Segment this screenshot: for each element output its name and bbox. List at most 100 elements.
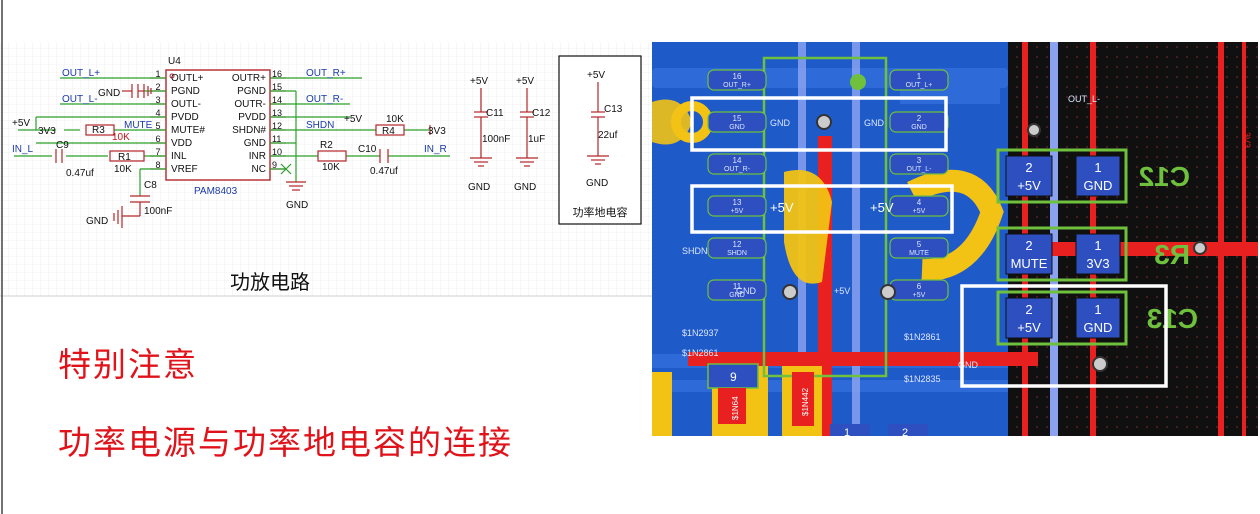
cap-c12[interactable]: +5V C12 1uF GND [514, 76, 551, 193]
pad-num: 2 [1025, 302, 1032, 317]
pad-net: +5V [1017, 320, 1041, 335]
c10-value: 0.47uf [370, 166, 398, 177]
r4-ref: R4 [382, 126, 395, 137]
chip-pin-num: 11 [272, 134, 281, 144]
chip-pin-num: 6 [155, 134, 160, 144]
r3-ref: R3 [92, 125, 105, 136]
trace-1n2861: $1N2861 [682, 348, 719, 358]
chip-u4[interactable]: U4 PAM8403 [165, 56, 271, 197]
c13-gnd: GND [586, 178, 608, 189]
r4-value: 10K [386, 114, 404, 125]
pcb-ref-designator: R3 [1154, 239, 1190, 270]
chip-part: PAM8403 [194, 186, 238, 197]
chip-pin-name: GND [244, 138, 266, 149]
net-out-l-minus: OUT_L- [62, 94, 98, 105]
pad-net: +5V [731, 208, 744, 215]
rail-red-3 [1218, 42, 1224, 436]
chip-pin-name: PGND [171, 86, 200, 97]
right-labels: OUT_R+ OUT_R- +5V SHDN 10K R4 3V3 R2 10K… [286, 68, 447, 211]
pad-net: OUT_L+ [906, 82, 933, 89]
trace-5v-3: +5V [834, 286, 850, 296]
r2-ref: R2 [320, 140, 333, 151]
pcb-pads: 16OUT_R+15GND14OUT_R-13+5V12SHDN11GND1OU… [707, 69, 949, 301]
rail-red-4 [1242, 42, 1246, 436]
pad-net: SHDN [727, 250, 747, 257]
c11-supply: +5V [470, 76, 488, 87]
pad-num: 2 [1025, 160, 1032, 175]
box-caption: 功率地电容 [572, 206, 628, 219]
trace-gnd-4: GND [958, 360, 979, 370]
chip-pin-num: 16 [272, 69, 282, 79]
pad-9: 9 [730, 370, 737, 384]
pad-net: GND [729, 292, 745, 299]
r1-ref: R1 [118, 152, 131, 163]
chip-pin-name: OUTL- [171, 99, 201, 110]
cap-c13-box[interactable]: +5V C13 22uf GND [558, 55, 642, 225]
trace-5v-1: +5V [770, 200, 794, 215]
net-in-r: IN_R [424, 144, 447, 155]
pcb-pad-6[interactable]: 6+5V [889, 279, 949, 301]
pad-net: +5V [913, 292, 926, 299]
pad-net: OUT_R+ [723, 82, 751, 89]
vias [782, 114, 1207, 372]
pcb-pad-4[interactable]: 4+5V [889, 195, 949, 217]
pcb-pad-13[interactable]: 13+5V [707, 195, 767, 217]
c9-value: 0.47uf [66, 168, 94, 179]
note-title: 特别注意 [58, 345, 198, 384]
p5v-left: +5V [12, 118, 30, 129]
gnd-right: GND [286, 200, 308, 211]
net-in-l: IN_L [12, 144, 34, 155]
chip-pin-num: 4 [155, 108, 160, 118]
r3-value: 10K [112, 132, 130, 143]
highlight-boxes [690, 96, 1168, 388]
pcb-ref-designator: C13 [1147, 303, 1198, 334]
r1-value: 10K [114, 164, 132, 175]
net-3v3-left: 3V3 [38, 126, 56, 137]
net-out-r-plus: OUT_R+ [306, 68, 346, 79]
trace-5v-2: +5V [870, 200, 894, 215]
trace-3v3: 3V3 [1242, 132, 1252, 148]
note-detail: 功率电源与功率地电容的连接 [58, 423, 513, 462]
highlight-gnd-pads [690, 96, 948, 152]
chip-pin-num: 13 [272, 108, 282, 118]
trace-1n2861-b: $1N2861 [904, 332, 941, 342]
pin1-marker [850, 74, 866, 90]
pad-net: GND [1084, 320, 1113, 335]
chip-pin-name: NC [252, 164, 266, 175]
frame-title: 功放电路 [230, 270, 310, 294]
pad-net: MUTE [1011, 256, 1048, 271]
pcb-panel: 16OUT_R+15GND14OUT_R-13+5V12SHDN11GND1OU… [652, 42, 1258, 436]
c12-supply: +5V [516, 76, 534, 87]
c12-ref: C12 [532, 108, 551, 119]
right-components [286, 124, 431, 191]
gnd-left: GND [98, 88, 120, 99]
chip-pin-num: 5 [155, 121, 160, 131]
silk-shdn: SHDN [682, 246, 708, 256]
trace-1n2937: $1N2937 [682, 328, 719, 338]
c12-value: 1uF [528, 134, 545, 145]
trace-gnd-1: GND [770, 118, 791, 128]
pad-number: 1 [917, 72, 922, 81]
chip-pin-name: PGND [237, 86, 266, 97]
pcb-ref-designator: C12 [1139, 161, 1190, 192]
chip-pin-name: OUTL+ [171, 73, 204, 84]
trace-1n2835: $1N2835 [904, 374, 941, 384]
net-shdn: SHDN [306, 120, 334, 131]
cap-c11[interactable]: +5V C11 100nF GND [468, 76, 510, 193]
trace-out-l-minus: OUT_L- [1068, 94, 1100, 104]
pad-number: 14 [733, 156, 742, 165]
pad-net: +5V [1017, 178, 1041, 193]
